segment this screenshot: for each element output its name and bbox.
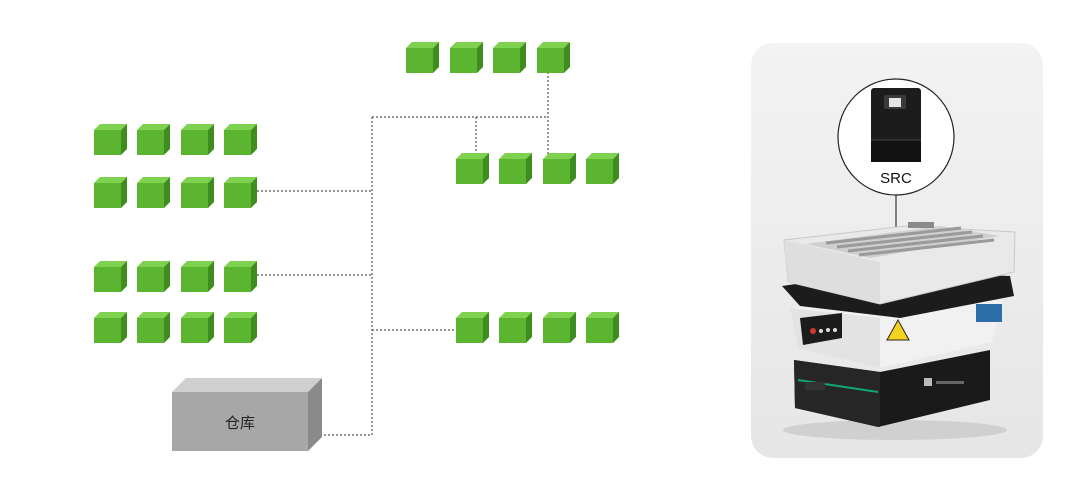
workstation-cube: [181, 261, 214, 292]
workstation-cube: [94, 177, 127, 208]
workstation-cube: [224, 312, 257, 343]
src-callout: SRC: [837, 78, 955, 238]
workstation-cube: [137, 177, 170, 208]
agv-robot-image: [782, 222, 1016, 440]
workstation-cube: [94, 124, 127, 155]
connector-lines: [257, 72, 549, 436]
workstation-cube: [181, 124, 214, 155]
workstation-cube: [456, 153, 489, 184]
workstation-cube: [224, 124, 257, 155]
workstation-cube: [493, 42, 526, 73]
workstation-cube: [450, 42, 483, 73]
src-controller-icon: [871, 88, 921, 162]
workstation-cube: [543, 312, 576, 343]
workstation-cube: [224, 261, 257, 292]
workstation-cube: [224, 177, 257, 208]
workstation-cube: [137, 312, 170, 343]
warehouse-label: 仓库: [225, 414, 255, 432]
workstation-cubes: [94, 42, 619, 343]
workstation-cube: [137, 261, 170, 292]
workstation-cube: [181, 312, 214, 343]
workstation-cube: [137, 124, 170, 155]
workstation-cube: [406, 42, 439, 73]
workstation-cube: [181, 177, 214, 208]
src-label: SRC: [880, 170, 912, 187]
workstation-cube: [94, 312, 127, 343]
workstation-cube: [543, 153, 576, 184]
warehouse-box: 仓库: [172, 378, 322, 451]
workstation-cube: [94, 261, 127, 292]
workstation-cube: [499, 153, 532, 184]
workstation-cube: [537, 42, 570, 73]
workstation-cube: [586, 153, 619, 184]
workstation-cube: [456, 312, 489, 343]
workstation-cube: [499, 312, 532, 343]
workstation-cube: [586, 312, 619, 343]
